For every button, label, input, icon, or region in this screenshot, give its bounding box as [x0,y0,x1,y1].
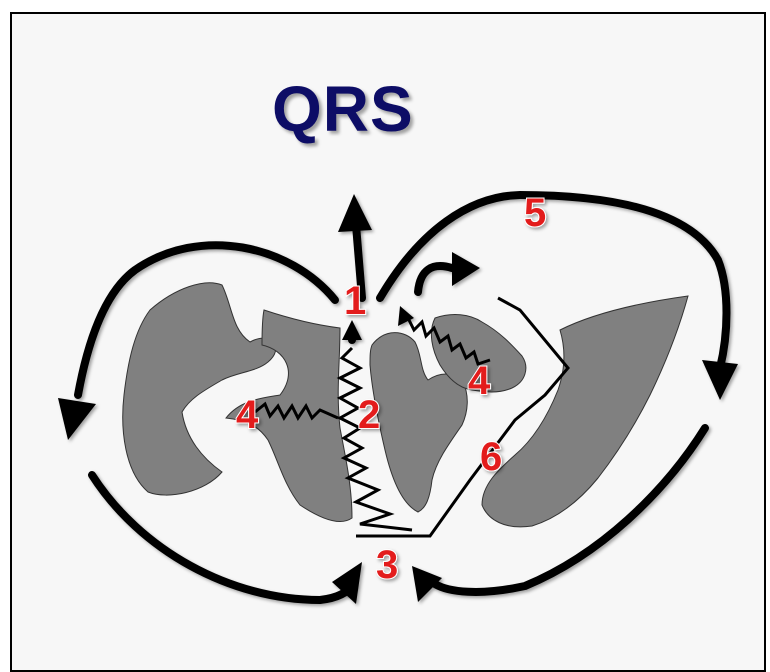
arrowhead-up [338,194,372,232]
arrowhead-right [702,360,738,400]
label-step-4-right: 4 [468,359,491,403]
label-step-6: 6 [480,435,502,479]
label-step-5: 5 [524,191,546,235]
arrowhead-left [58,398,96,440]
heart-conduction-diagram: 1 2 3 4 4 5 6 [0,0,770,654]
label-step-4-left: 4 [236,393,259,437]
arrowhead-curl [452,252,480,286]
label-step-1: 1 [344,279,366,323]
arrow-small-curl [418,266,452,292]
left-atrium-region [123,283,276,495]
label-step-3: 3 [376,543,398,587]
label-step-2: 2 [358,393,380,437]
arrowhead-inner-septum [342,320,362,340]
